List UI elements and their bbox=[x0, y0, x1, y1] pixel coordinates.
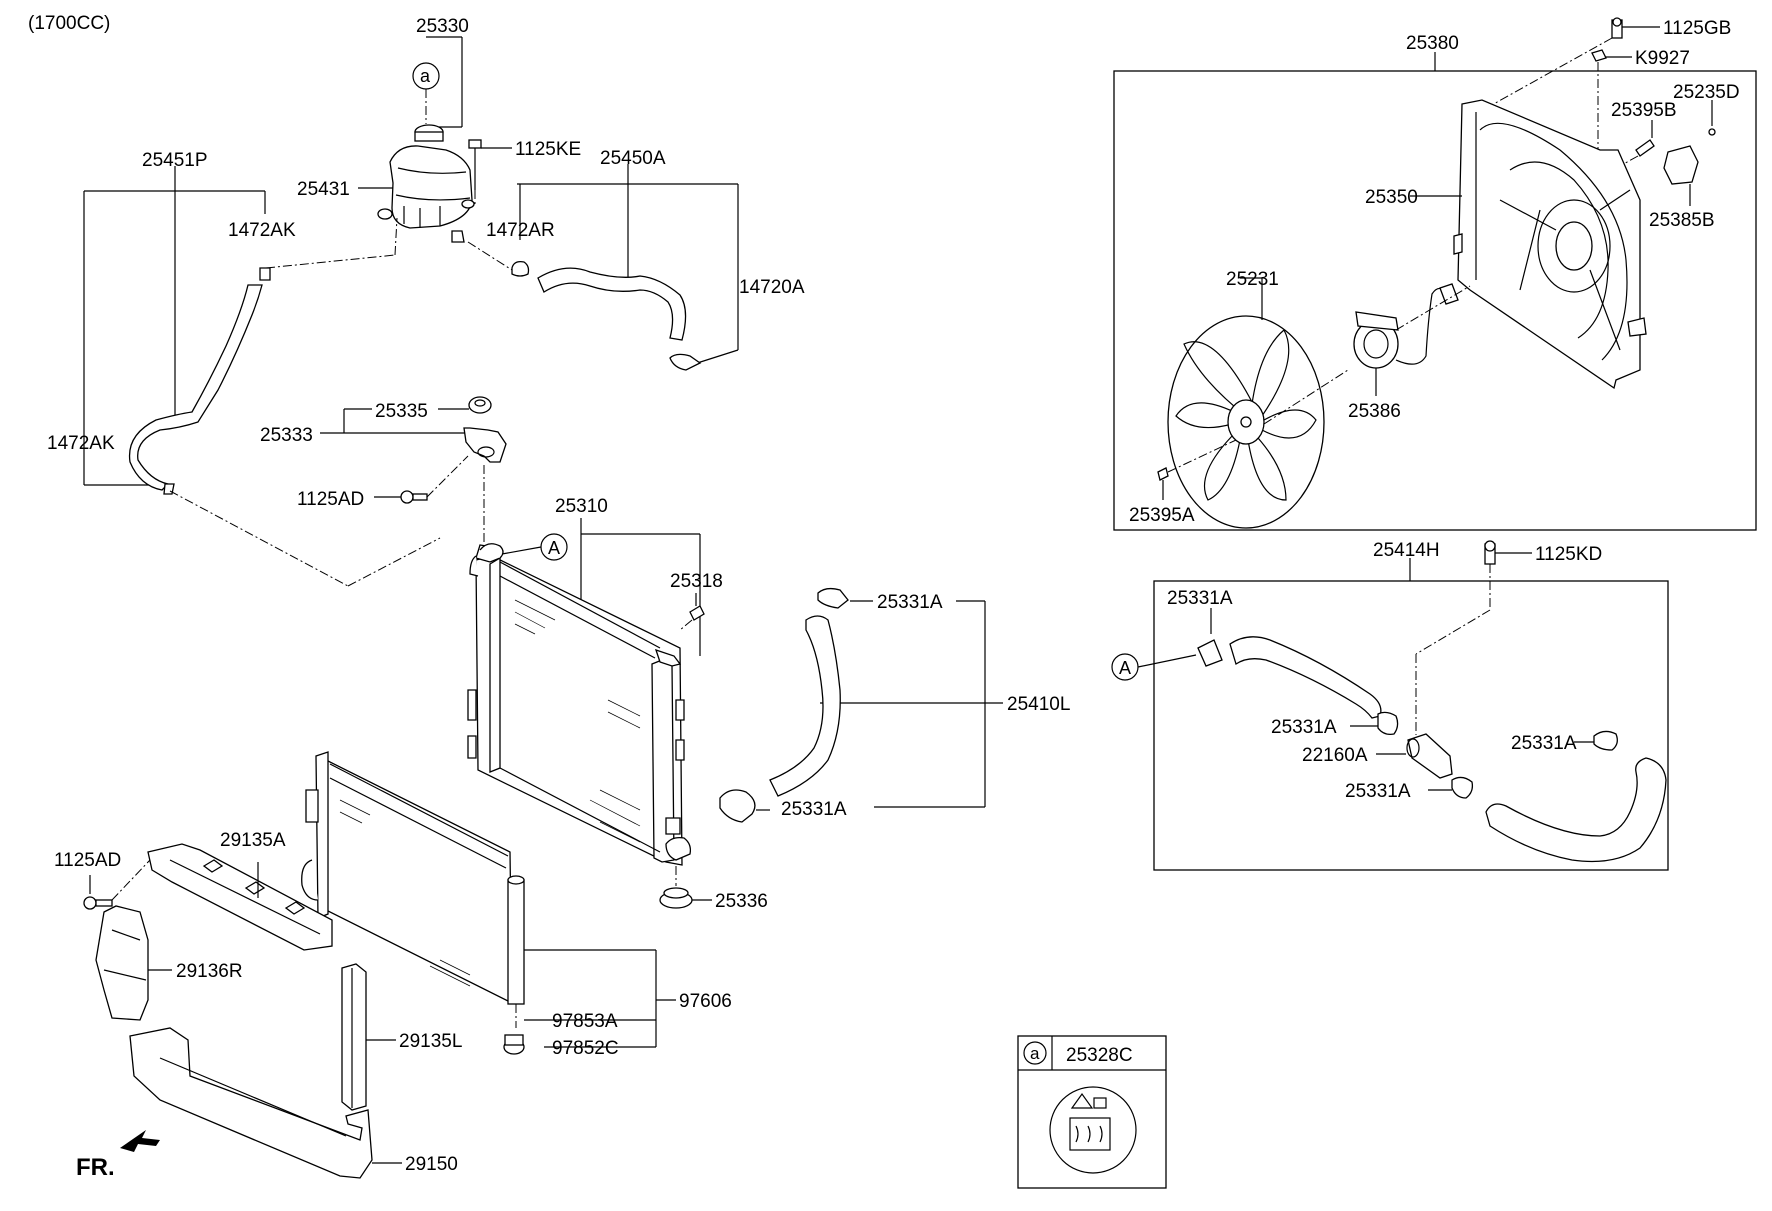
hose-25451P[interactable] bbox=[83, 166, 271, 495]
label-25450A: 25450A bbox=[600, 148, 666, 169]
label-1472AK-left: 1472AK bbox=[47, 433, 115, 454]
screw-25235D[interactable] bbox=[1708, 100, 1716, 136]
svg-text:A: A bbox=[548, 538, 560, 558]
bolt-1125KE[interactable] bbox=[468, 139, 512, 204]
drain-plug-25318[interactable] bbox=[679, 593, 705, 631]
nut-K9927[interactable] bbox=[1591, 49, 1632, 150]
radiator-25310[interactable] bbox=[467, 518, 701, 866]
label-1125KE: 1125KE bbox=[515, 139, 581, 160]
label-1125AD-mid: 1125AD bbox=[297, 489, 364, 510]
callout-A-radiator: A bbox=[501, 533, 568, 561]
label-25328C: 25328C bbox=[1066, 1045, 1133, 1066]
svg-text:a: a bbox=[1030, 1044, 1040, 1063]
label-97853A: 97853A bbox=[552, 1011, 618, 1032]
fan-25231[interactable] bbox=[1167, 277, 1349, 529]
label-25350: 25350 bbox=[1365, 187, 1418, 208]
label-25331A-box-1: 25331A bbox=[1167, 588, 1233, 609]
label-25331A-upper: 25331A bbox=[877, 592, 943, 613]
label-25333: 25333 bbox=[260, 425, 313, 446]
hose-upper-box[interactable] bbox=[1229, 636, 1382, 719]
callout-A-hose: A bbox=[1111, 653, 1197, 681]
label-25310: 25310 bbox=[555, 496, 608, 517]
label-25331A-lower: 25331A bbox=[781, 799, 847, 820]
label-25318: 25318 bbox=[670, 571, 723, 592]
label-1125GB: 1125GB bbox=[1663, 18, 1731, 39]
label-25331A-box-2: 25331A bbox=[1271, 717, 1337, 738]
clamp-25331A-box-4[interactable] bbox=[1574, 730, 1618, 751]
label-25335: 25335 bbox=[375, 401, 428, 422]
clamp-25331A-box-2[interactable] bbox=[1350, 711, 1399, 736]
label-25331A-box-4: 25331A bbox=[1511, 733, 1577, 754]
label-25431: 25431 bbox=[297, 179, 350, 200]
clamp-1472AR[interactable] bbox=[467, 184, 530, 277]
label-25395A: 25395A bbox=[1129, 505, 1195, 526]
hose-assembly-box bbox=[1153, 580, 1669, 871]
mount-25336[interactable] bbox=[659, 866, 712, 909]
label-25451P: 25451P bbox=[142, 150, 208, 171]
front-label: FR. bbox=[76, 1154, 115, 1181]
svg-text:a: a bbox=[420, 66, 431, 86]
connector-22160A[interactable] bbox=[1376, 733, 1453, 779]
motor-25386[interactable] bbox=[1353, 283, 1471, 396]
label-25235D: 25235D bbox=[1673, 82, 1740, 103]
label-29150: 29150 bbox=[405, 1154, 458, 1175]
bolt-1125GB[interactable] bbox=[1489, 17, 1660, 107]
bolt-25395B[interactable] bbox=[1619, 120, 1655, 167]
bolt-1125AD-left[interactable] bbox=[83, 859, 151, 910]
label-25414H: 25414H bbox=[1373, 540, 1440, 561]
label-1125AD-left: 1125AD bbox=[54, 850, 121, 871]
label-25336: 25336 bbox=[715, 891, 768, 912]
label-25231: 25231 bbox=[1226, 269, 1279, 290]
label-29135L: 29135L bbox=[399, 1031, 462, 1052]
label-29135A: 29135A bbox=[220, 830, 286, 851]
shroud-25350[interactable] bbox=[1410, 99, 1647, 390]
clamp-25331A-box-1[interactable] bbox=[1197, 608, 1223, 667]
label-25331A-box-3: 25331A bbox=[1345, 781, 1411, 802]
clamp-25331A-box-3[interactable] bbox=[1428, 776, 1474, 799]
label-14720A: 14720A bbox=[739, 277, 805, 298]
label-97606: 97606 bbox=[679, 991, 732, 1012]
label-1472AR: 1472AR bbox=[486, 220, 555, 241]
engine-note: (1700CC) bbox=[28, 13, 110, 34]
condenser-97606[interactable] bbox=[301, 751, 676, 1048]
cap-97852C[interactable] bbox=[503, 1034, 525, 1055]
clamp-1472AK-top[interactable] bbox=[265, 217, 398, 269]
bolt-25395A[interactable] bbox=[1157, 439, 1237, 500]
label-25386: 25386 bbox=[1348, 401, 1401, 422]
resistor-25385B[interactable] bbox=[1663, 145, 1699, 206]
callout-a-top: a bbox=[412, 62, 440, 124]
label-22160A: 22160A bbox=[1302, 745, 1368, 766]
bracket-25333[interactable] bbox=[320, 396, 507, 545]
hose-25450A[interactable] bbox=[517, 164, 739, 371]
label-1125KD: 1125KD bbox=[1535, 544, 1602, 565]
label-25410L: 25410L bbox=[1007, 694, 1070, 715]
carrier-29150[interactable] bbox=[129, 1027, 402, 1179]
air-guard-29135L[interactable] bbox=[341, 963, 396, 1111]
label-25380: 25380 bbox=[1406, 33, 1459, 54]
label-25385B: 25385B bbox=[1649, 210, 1715, 231]
cap-25330[interactable] bbox=[414, 36, 463, 142]
bolt-1125AD-mid[interactable] bbox=[374, 455, 469, 504]
label-box-25328C: a bbox=[1017, 1035, 1167, 1189]
air-guard-29135A[interactable] bbox=[147, 843, 333, 951]
svg-text:A: A bbox=[1119, 658, 1131, 678]
air-guard-29136R[interactable] bbox=[95, 905, 172, 1021]
label-K9927: K9927 bbox=[1635, 48, 1690, 69]
label-25330: 25330 bbox=[416, 16, 469, 37]
label-1472AK-top: 1472AK bbox=[228, 220, 296, 241]
label-97852C: 97852C bbox=[552, 1038, 619, 1059]
hose-25410L[interactable] bbox=[719, 587, 1003, 823]
front-arrow: FR. bbox=[76, 1130, 160, 1181]
bolt-1125KD[interactable] bbox=[1415, 540, 1532, 735]
reservoir-25431[interactable] bbox=[358, 145, 475, 243]
label-29136R: 29136R bbox=[176, 961, 243, 982]
hose-lower-box[interactable] bbox=[1485, 757, 1667, 863]
label-25395B: 25395B bbox=[1611, 100, 1677, 121]
